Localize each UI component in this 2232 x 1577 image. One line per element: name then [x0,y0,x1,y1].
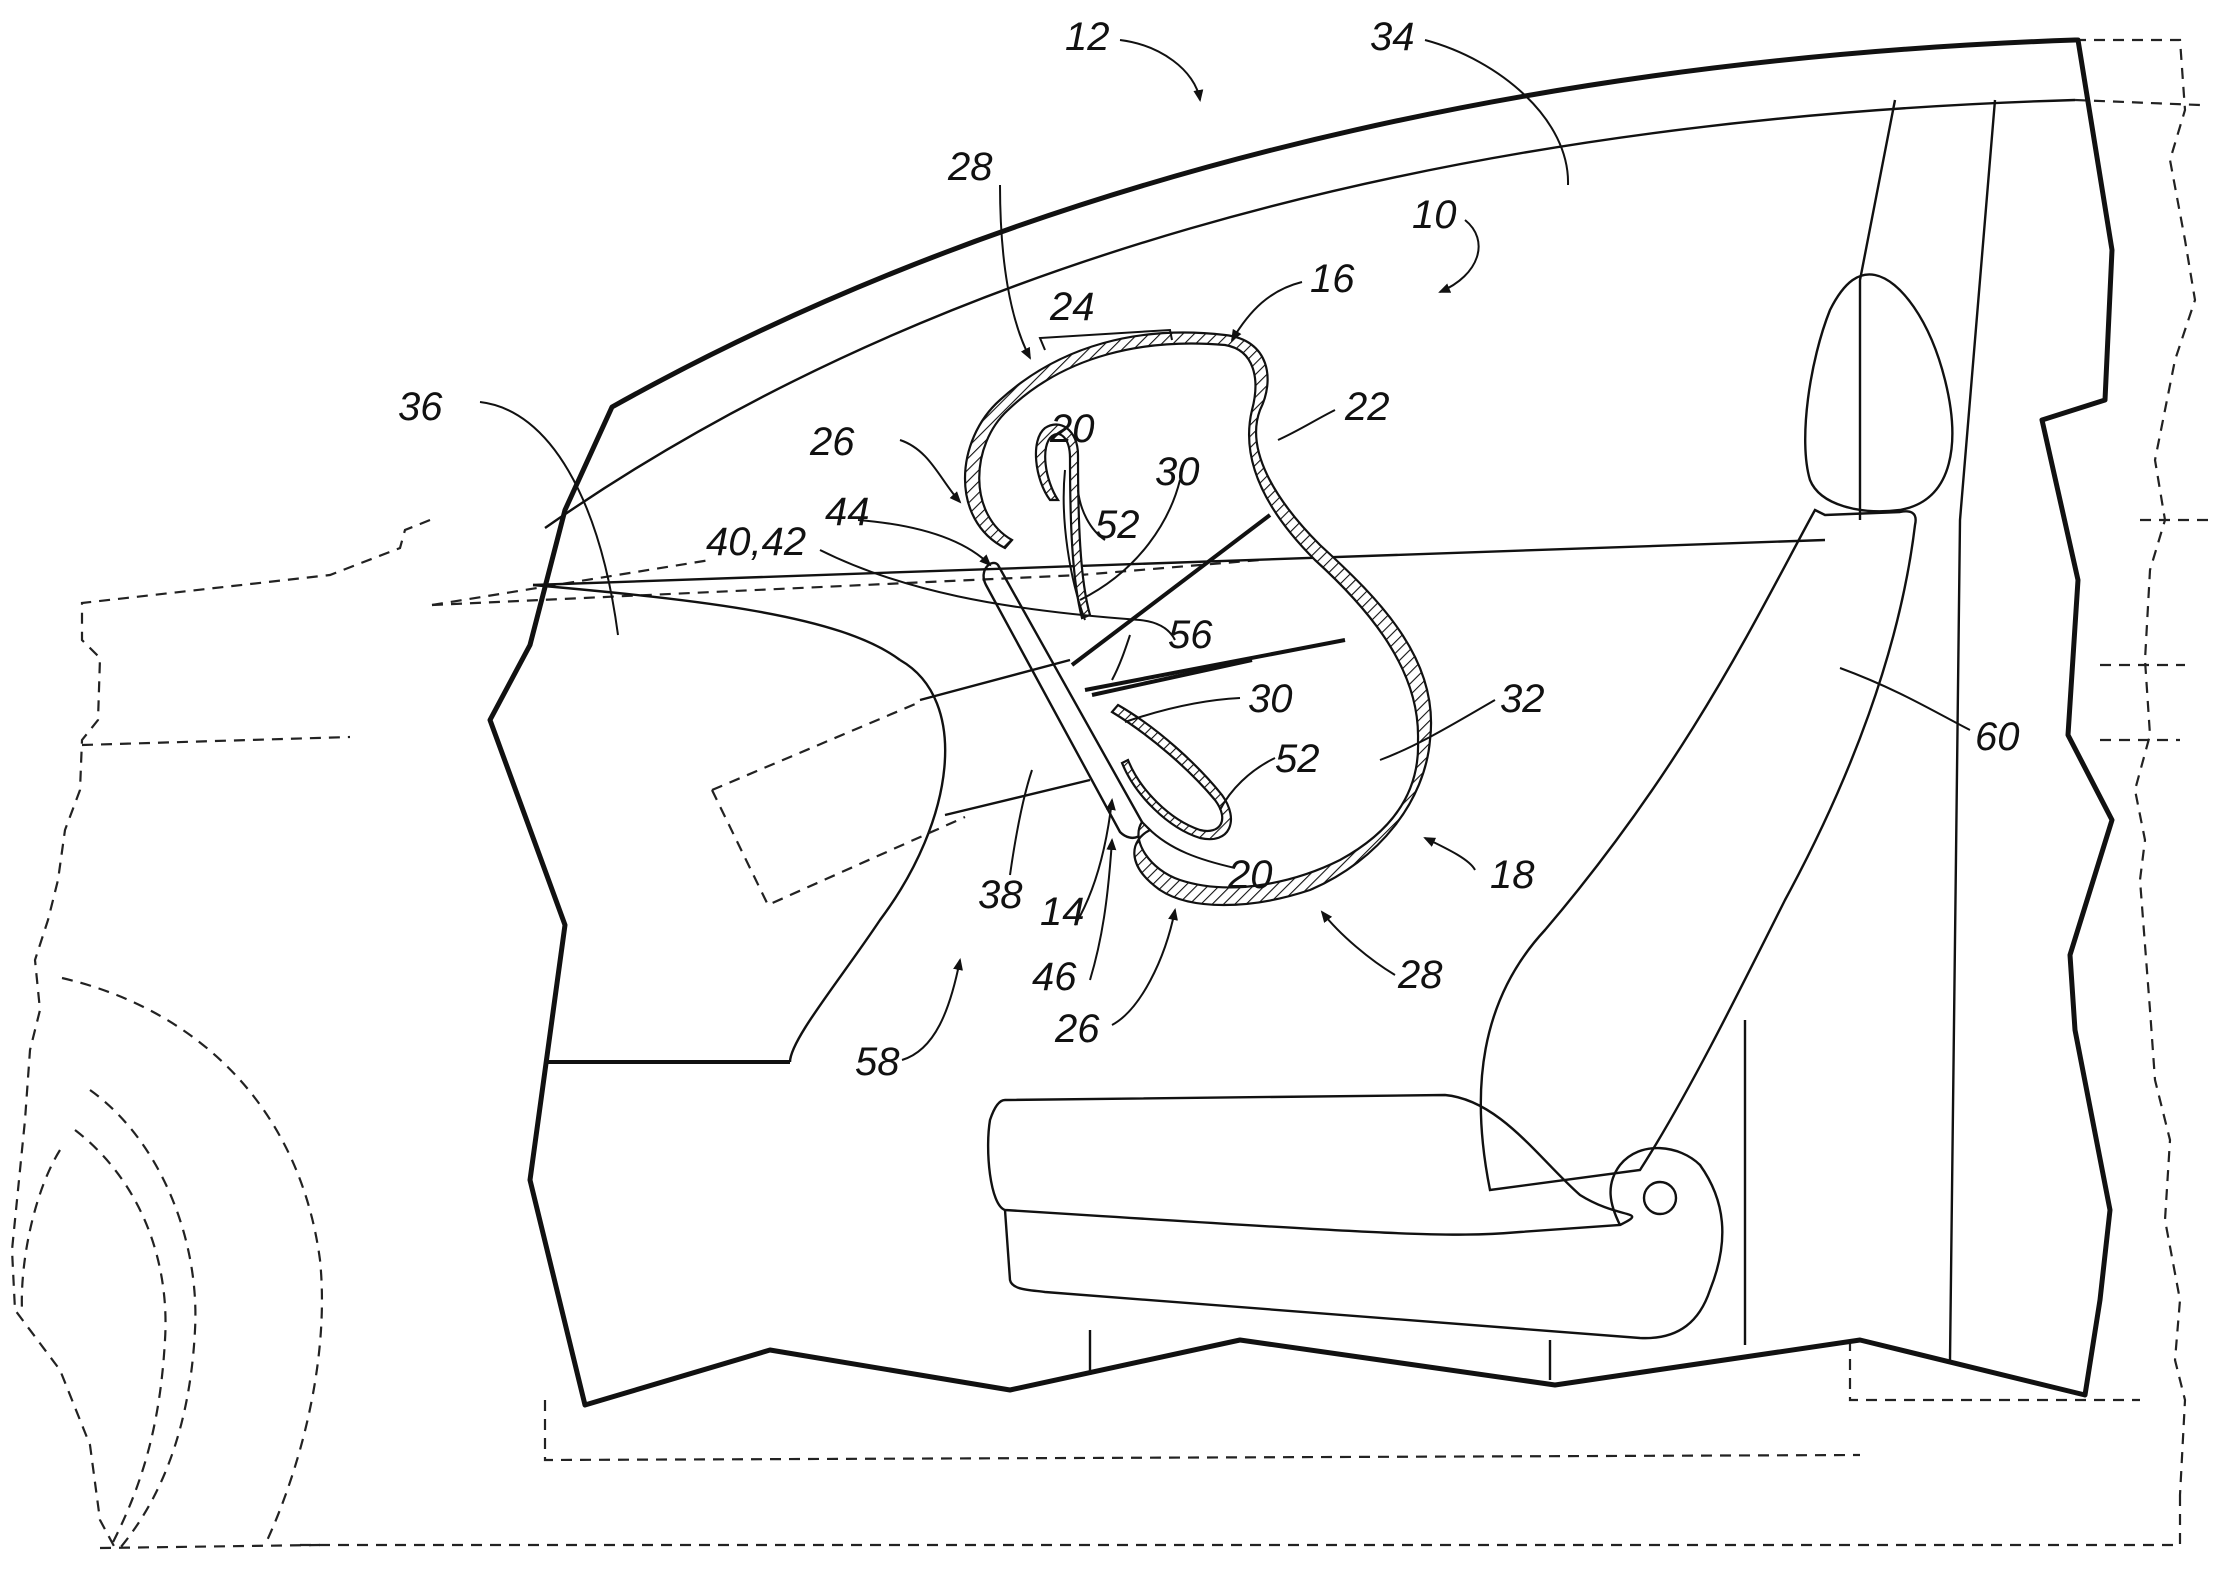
label-26-top: 26 [809,420,855,464]
label-28-top: 28 [947,145,993,189]
headliner-line [545,100,2075,528]
label-30-top: 30 [1155,450,1200,494]
label-18: 18 [1490,853,1535,897]
label-10: 10 [1412,193,1457,237]
label-20-top: 20 [1049,407,1095,451]
reference-labels: 12 34 28 10 16 24 36 26 20 30 22 44 52 4… [398,15,2020,1084]
seatback [1481,510,1916,1190]
label-40-42: 40,42 [706,520,806,564]
label-20-bot: 20 [1227,853,1273,897]
label-16: 16 [1310,257,1355,301]
label-56: 56 [1168,613,1213,657]
label-30-mid: 30 [1248,677,1293,721]
label-26-bot: 26 [1054,1007,1100,1051]
seat [988,274,1952,1380]
label-58: 58 [855,1040,900,1084]
seat-cushion [988,1095,1632,1235]
label-60: 60 [1975,715,2020,759]
label-44: 44 [825,490,870,534]
label-52-top: 52 [1095,503,1140,547]
label-52-mid: 52 [1275,737,1320,781]
label-14: 14 [1040,890,1085,934]
cabin-cutaway-boundary [490,40,2112,1405]
vehicle-body-outline [12,40,2210,1548]
label-38: 38 [978,873,1023,917]
label-34: 34 [1370,15,1415,59]
headrest [1805,274,1952,511]
label-32: 32 [1500,677,1545,721]
label-22: 22 [1344,385,1390,429]
label-12: 12 [1065,15,1110,59]
label-36: 36 [398,385,443,429]
label-24: 24 [1049,285,1095,329]
label-28-bot: 28 [1397,953,1443,997]
label-46: 46 [1032,955,1077,999]
